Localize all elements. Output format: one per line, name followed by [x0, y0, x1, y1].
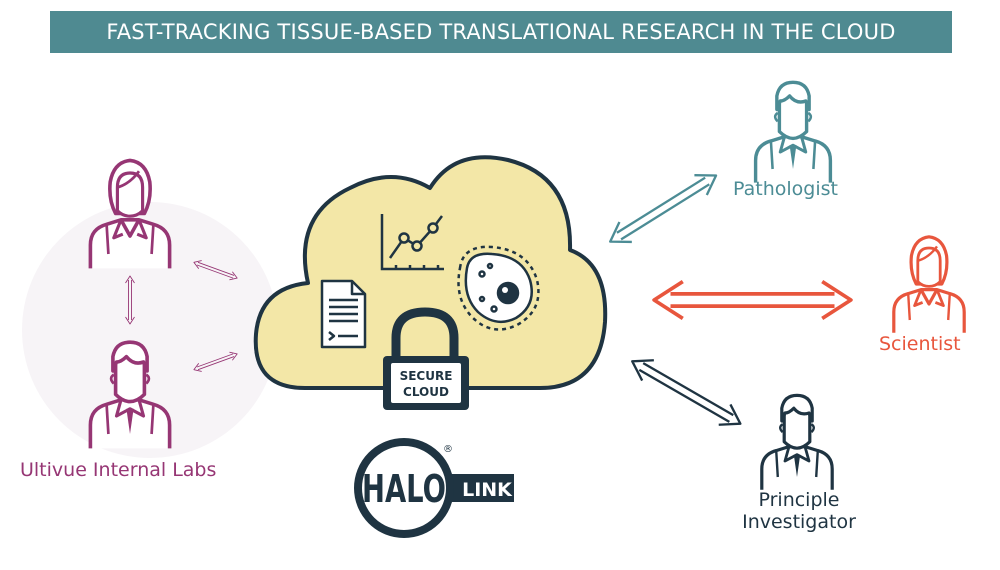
background-halo	[22, 202, 278, 458]
label-investigator: Investigator	[742, 511, 856, 533]
banner-title: FAST-TRACKING TISSUE-BASED TRANSLATIONAL…	[106, 20, 896, 44]
label-principle: Principle	[758, 489, 840, 511]
logo-word-link: LINK	[462, 479, 513, 501]
cloud-icon	[253, 155, 608, 390]
padlock-icon: SECURE CLOUD	[383, 307, 469, 410]
label-ultivue-internal-labs: Ultivue Internal Labs	[20, 459, 217, 481]
line-chart-icon	[380, 214, 444, 271]
registered-mark: ®	[443, 444, 453, 455]
label-scientist: Scientist	[879, 333, 961, 355]
double-arrow-icon	[652, 279, 853, 321]
lock-label-secure: SECURE	[400, 369, 453, 383]
investigator-person-icon	[760, 393, 834, 492]
label-pathologist: Pathologist	[733, 178, 838, 200]
scientist-person-icon	[892, 235, 966, 335]
logo-word-halo: HALO	[362, 467, 446, 511]
halo-link-logo: HALO LINK ®	[354, 438, 514, 538]
document-icon	[320, 279, 367, 349]
double-arrow-icon	[602, 164, 724, 253]
label-principle-investigator: Principle Investigator	[734, 489, 864, 533]
title-banner: FAST-TRACKING TISSUE-BASED TRANSLATIONAL…	[50, 11, 952, 53]
cell-icon	[457, 245, 540, 331]
double-arrow-icon	[625, 349, 748, 436]
pathologist-person-icon	[753, 80, 833, 185]
lock-label-cloud: CLOUD	[403, 385, 449, 399]
